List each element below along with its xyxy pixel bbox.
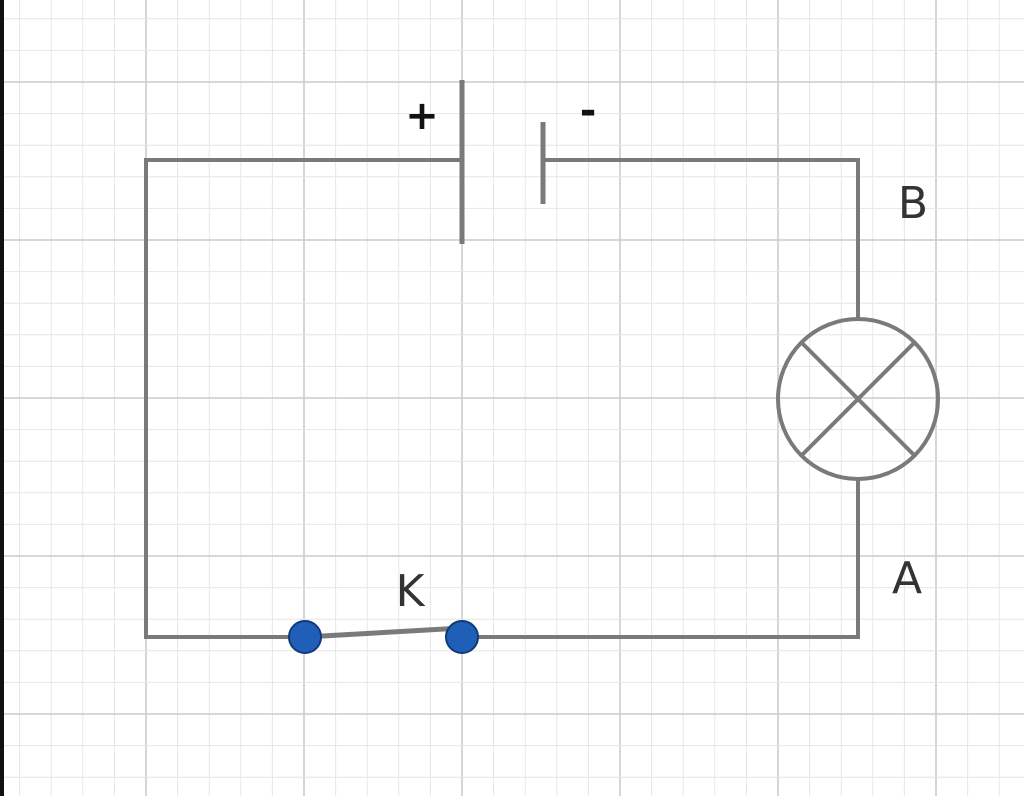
wire-right-bottom: [460, 478, 860, 639]
switch-terminal-left: [288, 620, 322, 654]
lamp-icon: [776, 317, 940, 481]
switch-lever: [304, 625, 463, 640]
left-border: [0, 0, 4, 796]
lamp-cross-2: [799, 340, 917, 458]
battery-icon: [459, 80, 546, 244]
switch-icon: [288, 620, 479, 654]
positive-terminal-label: +: [405, 93, 439, 139]
point-a-label: A: [892, 553, 922, 604]
switch-label: K: [396, 566, 426, 617]
wire-left-top: [144, 158, 464, 639]
switch-terminal-right: [445, 620, 479, 654]
circuit-wires: [144, 158, 860, 639]
lamp-circle: [776, 317, 940, 481]
negative-terminal-label: -: [580, 88, 597, 134]
point-b-label: B: [898, 178, 928, 229]
wire-right-top: [541, 158, 860, 320]
